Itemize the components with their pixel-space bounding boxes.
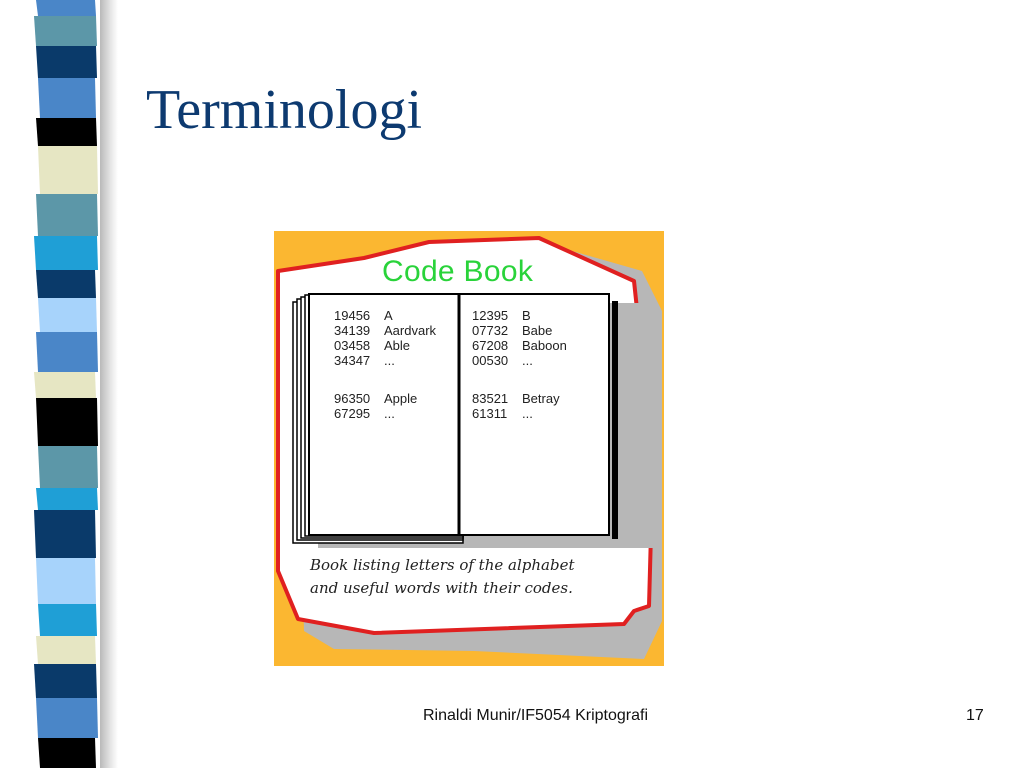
strip-band	[38, 298, 97, 332]
strip-band	[34, 664, 97, 698]
left-page	[308, 293, 460, 536]
slide-page-number: 17	[966, 707, 984, 724]
strip-band	[34, 510, 96, 558]
caption-line: and useful words with their codes.	[310, 579, 573, 597]
strip-band	[38, 78, 96, 118]
slide-footer: Rinaldi Munir/IF5054 Kriptografi	[423, 707, 648, 724]
strip-band	[38, 738, 96, 768]
strip-band	[36, 398, 98, 446]
strip-band	[36, 0, 96, 16]
entry-row: 00530...	[472, 353, 533, 368]
strip-band	[36, 194, 98, 236]
code-book-title: Code Book	[382, 255, 534, 288]
decorative-side-strip	[34, 0, 98, 768]
strip-band	[34, 16, 97, 46]
strip-band	[36, 488, 98, 510]
entry-row: 61311...	[472, 406, 533, 421]
strip-band	[36, 332, 98, 372]
entry-row: 67295...	[334, 406, 395, 421]
code-book-illustration	[276, 236, 662, 659]
strip-band	[38, 146, 98, 194]
caption-line: Book listing letters of the alphabet	[310, 556, 575, 574]
right-page	[458, 293, 610, 536]
strip-band	[36, 270, 96, 298]
strip-band	[36, 636, 96, 664]
side-strip-shadow	[100, 0, 118, 768]
figure-caption: Book listing letters of the alphabet and…	[310, 554, 620, 600]
strip-band	[38, 446, 98, 488]
strip-band	[38, 604, 97, 636]
strip-band	[36, 698, 98, 738]
book-spine-depth	[612, 301, 618, 539]
strip-band	[36, 558, 96, 604]
strip-band	[34, 236, 98, 270]
entry-row: 34347...	[334, 353, 395, 368]
strip-band	[36, 118, 97, 146]
strip-band	[34, 372, 96, 398]
strip-band	[36, 46, 97, 78]
slide-title: Terminologi	[146, 79, 423, 141]
